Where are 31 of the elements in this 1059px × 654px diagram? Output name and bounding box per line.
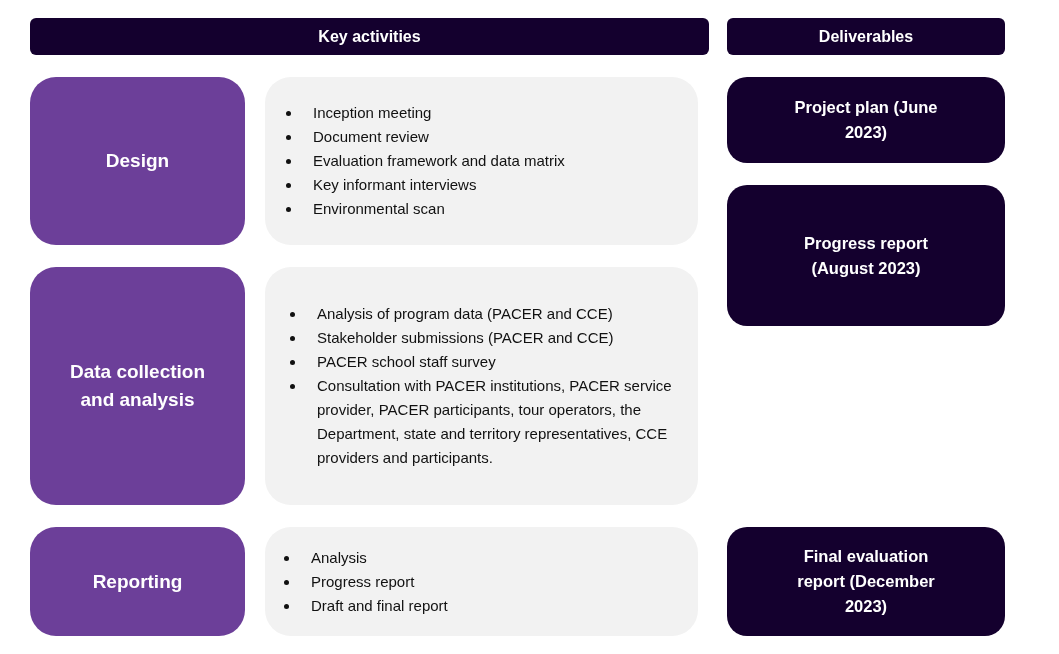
column-header: [727, 18, 1005, 55]
bullet-item: Draft and final report: [311, 596, 448, 614]
stage-box: [30, 267, 245, 505]
header-text: Key activities: [318, 27, 421, 46]
bullet-item: Document review: [313, 128, 429, 145]
box-label: Project plan (June 2023): [793, 97, 939, 143]
bullet-item: Evaluation framework and data matrix: [313, 152, 565, 169]
box-label: Design: [105, 149, 170, 174]
stage-box: [30, 77, 245, 245]
bullet-item: Analysis: [311, 548, 367, 566]
bullet-item: Analysis of program data (PACER and CCE): [317, 305, 613, 322]
bullet-item: Consultation with PACER institutions, PACER service provider, PACER participants, tour operators, the Department, state and territory representatives, CCE providers and participants.: [317, 377, 672, 466]
activity-card: [265, 267, 698, 505]
bullet-item: PACER school staff survey: [317, 353, 496, 370]
bullet-item: Inception meeting: [313, 104, 432, 121]
bullet-item: Environmental scan: [313, 200, 445, 217]
activity-card: [265, 77, 698, 245]
header-text: Deliverables: [818, 27, 914, 46]
deliverable-box: [727, 185, 1005, 326]
deliverable-box: [727, 77, 1005, 163]
box-label: Final evaluation report (December 2023): [796, 546, 936, 617]
bullet-item: Progress report: [311, 572, 415, 590]
deliverable-box: [727, 527, 1005, 636]
activity-card: [265, 527, 698, 636]
box-label: Reporting: [92, 569, 183, 594]
column-header: [30, 18, 709, 55]
bullet-item: Key informant interviews: [313, 176, 477, 193]
bullet-item: Stakeholder submissions (PACER and CCE): [317, 329, 614, 346]
stage-box: [30, 527, 245, 636]
box-label: Progress report (August 2023): [803, 232, 929, 279]
box-label: Data collection and analysis: [68, 360, 207, 412]
